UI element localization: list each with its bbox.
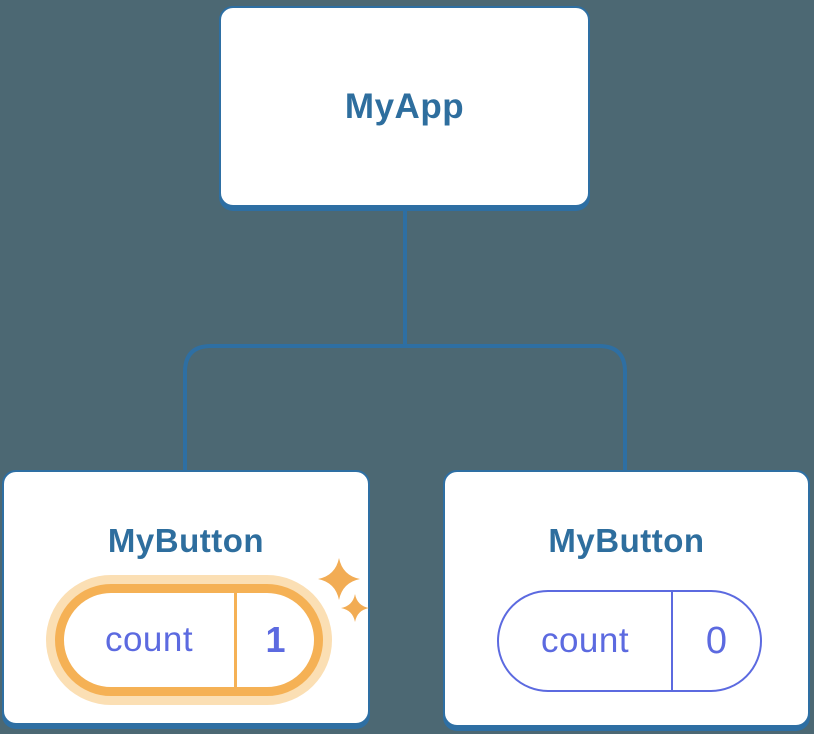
state-pill-highlighted: count 1 (55, 584, 323, 696)
state-value: 1 (265, 619, 286, 660)
pill-divider (234, 593, 237, 687)
state-pill: count 0 (497, 590, 762, 692)
pill-divider (671, 592, 673, 690)
state-name: count (104, 620, 194, 659)
component-card-mybutton-inactive: MyButton count 0 (443, 470, 810, 727)
sparkles-icon (318, 558, 369, 622)
component-label: MyApp (344, 86, 465, 126)
state-name: count (540, 621, 630, 660)
state-value: 0 (705, 619, 728, 662)
component-card-myapp: MyApp (219, 6, 590, 207)
component-label: MyButton (107, 522, 265, 559)
component-card-mybutton-active: MyButton count 1 (2, 470, 370, 725)
component-label: MyButton (548, 522, 705, 559)
